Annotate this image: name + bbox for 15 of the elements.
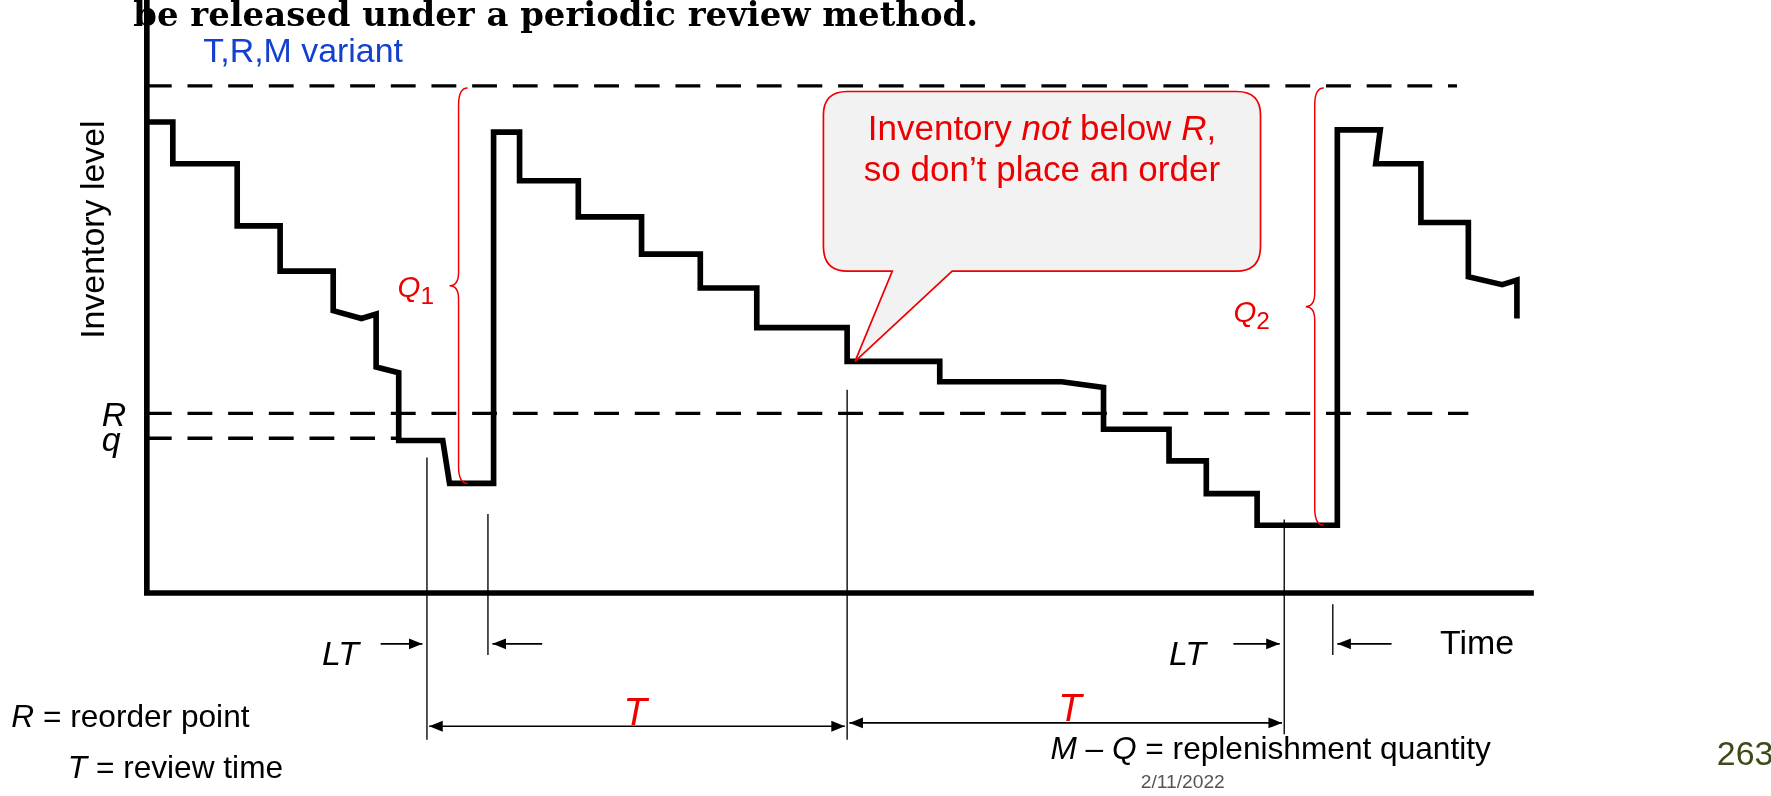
subtitle: T,R,M variant bbox=[203, 31, 403, 69]
page-number: 263 bbox=[1716, 734, 1771, 772]
axis-label: Inventory level bbox=[73, 120, 111, 339]
quantity-label: Q$_{2}$ bbox=[1233, 295, 1270, 335]
axis-label: Time bbox=[1440, 623, 1515, 661]
dimension-label: T bbox=[1058, 686, 1082, 729]
legend-note: R = reorder point bbox=[11, 700, 250, 736]
quantity-label: Q$_{1}$ bbox=[397, 271, 435, 310]
dimension-label: LT bbox=[1169, 634, 1207, 673]
dimension-label: LT bbox=[321, 634, 359, 673]
date-text: 2/11/2022 bbox=[1140, 772, 1225, 794]
legend-note: M – Q = replenishment quantity bbox=[1050, 731, 1491, 767]
legend-note: T = review time bbox=[67, 751, 284, 786]
dimension-label: T bbox=[623, 691, 647, 734]
callout-text: Inventory not below R, so don’t place an order bbox=[862, 108, 1222, 189]
